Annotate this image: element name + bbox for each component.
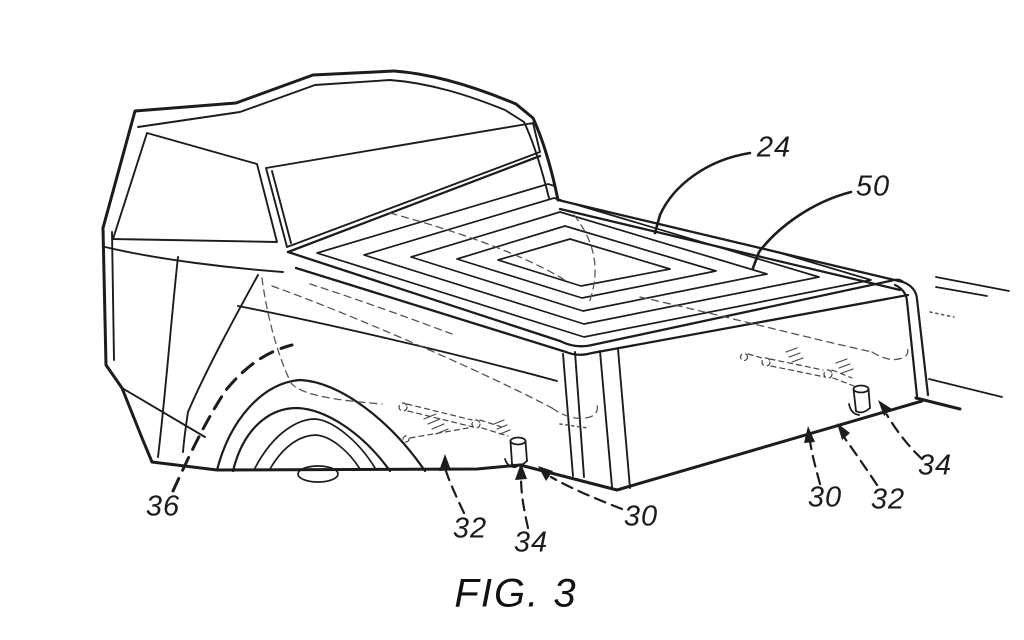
ref-label-50: 50 [855,170,891,203]
leader-30-left [549,475,624,511]
tonneau-cover [286,154,1010,489]
leader-32-left [443,466,466,515]
ref-label-36: 36 [145,490,181,523]
ref-label-24: 24 [756,131,792,164]
leader-30-right [808,439,822,486]
latch-mechanism-left [398,402,511,443]
truck-body [101,69,962,492]
ref-label-34-left: 34 [513,526,549,559]
leader-34-right [885,413,924,461]
ref-label-32-right: 32 [870,483,906,516]
leader-lines [171,151,924,530]
bump-stop-right [848,384,871,416]
leader-24 [653,151,752,235]
ref-label-32-left: 32 [452,512,488,545]
ref-label-34-right: 34 [917,449,953,482]
leader-34-left [519,475,530,530]
leader-36 [171,343,294,493]
latch-mechanism-right [739,347,855,387]
figure-caption: FIG. 3 [454,571,578,616]
hidden-structure [261,212,955,429]
ref-label-30-right: 30 [807,481,843,514]
ref-label-30-left: 30 [623,500,659,533]
leader-50 [751,190,853,270]
leader-32-right [842,435,879,487]
leader-arrowheads [439,400,892,481]
bump-stop-left [504,436,528,468]
